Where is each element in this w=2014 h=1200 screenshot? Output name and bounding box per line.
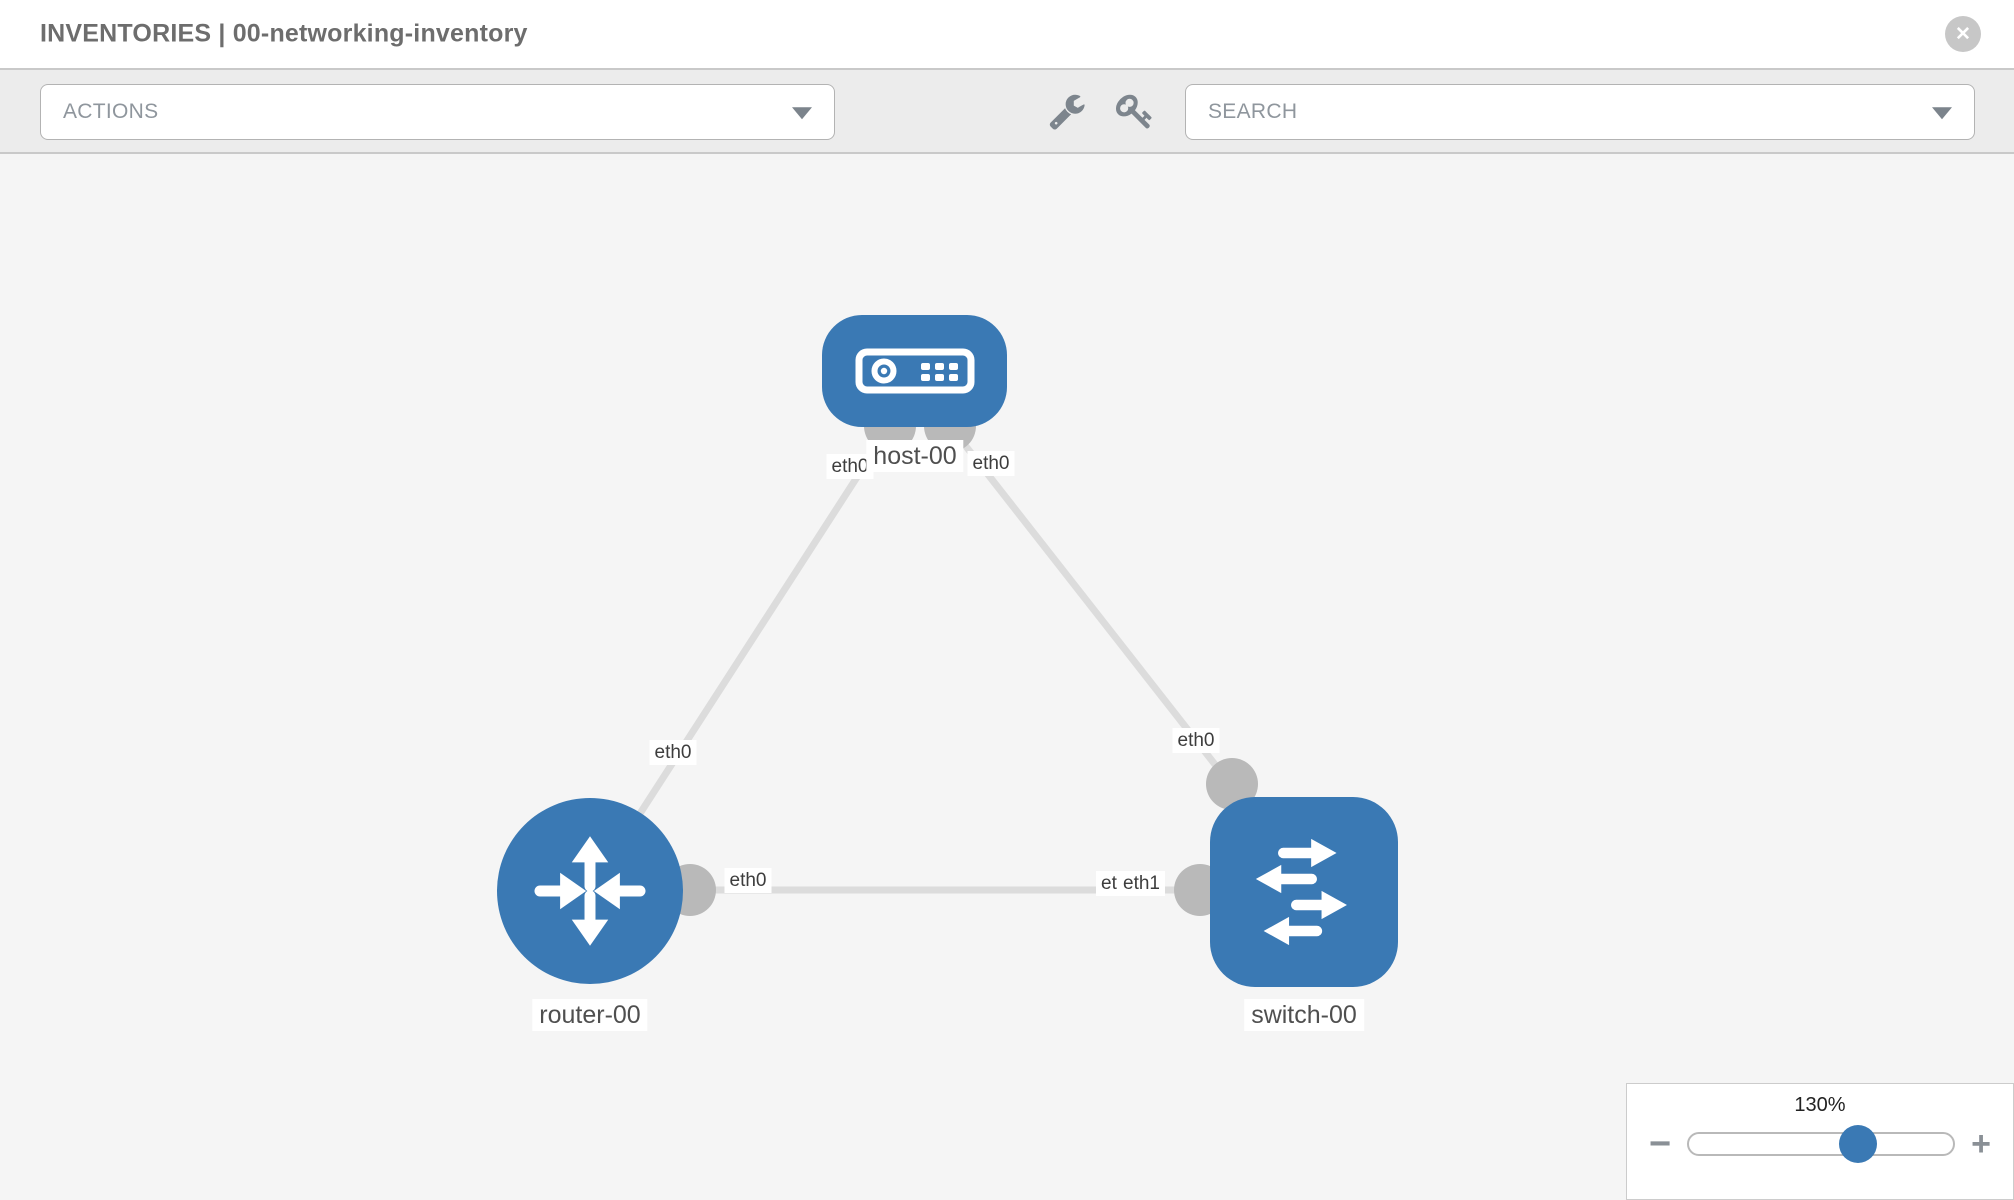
close-button[interactable]: ✕ bbox=[1945, 16, 1981, 52]
actions-dropdown-label: ACTIONS bbox=[63, 100, 159, 123]
interface-label-router-eth0-diagonal: eth0 bbox=[649, 740, 697, 765]
chevron-down-icon bbox=[1932, 107, 1952, 120]
search-dropdown-label: SEARCH bbox=[1208, 100, 1298, 123]
link-host-switch bbox=[947, 423, 1263, 825]
node-host-00[interactable] bbox=[822, 315, 1007, 427]
zoom-level-value: 130% bbox=[1794, 1094, 1846, 1116]
node-router-00[interactable] bbox=[497, 798, 683, 984]
search-dropdown[interactable]: SEARCH bbox=[1185, 84, 1975, 140]
zoom-out-button[interactable]: − bbox=[1649, 1123, 1672, 1165]
interface-label-switch-eth0-diagonal: eth0 bbox=[1172, 728, 1220, 753]
interface-label-host-eth0-right: eth0 bbox=[967, 451, 1015, 476]
node-label-switch: switch-00 bbox=[1244, 999, 1364, 1031]
router-device-icon bbox=[534, 836, 646, 946]
interface-label-host-eth0-left: eth0 bbox=[826, 454, 874, 479]
topology-canvas[interactable]: host-00 router-00 switch-00 eth0 eth0 et… bbox=[0, 154, 2014, 1200]
wrench-icon[interactable] bbox=[1048, 92, 1086, 130]
node-label-router: router-00 bbox=[532, 999, 648, 1031]
zoom-slider-thumb[interactable] bbox=[1839, 1125, 1878, 1163]
zoom-panel: 130% − + bbox=[1626, 1083, 2014, 1200]
chevron-down-icon bbox=[792, 107, 812, 120]
header: INVENTORIES | 00-networking-inventory ✕ bbox=[0, 0, 2014, 70]
interface-label-switch-eth1-horizontal: eth1 bbox=[1118, 871, 1165, 896]
topology-links-layer bbox=[587, 400, 1263, 916]
key-icon[interactable] bbox=[1116, 92, 1154, 130]
toolbar: ACTIONS SEARCH bbox=[0, 70, 2014, 154]
switch-device-icon bbox=[1255, 838, 1347, 946]
zoom-slider-track[interactable] bbox=[1687, 1125, 1956, 1163]
zoom-in-button[interactable]: + bbox=[1971, 1125, 1991, 1163]
actions-dropdown[interactable]: ACTIONS bbox=[40, 84, 835, 140]
node-switch-00[interactable] bbox=[1210, 797, 1398, 987]
interface-label-router-eth0-horizontal: eth0 bbox=[724, 868, 772, 893]
close-icon: ✕ bbox=[1955, 23, 1971, 45]
page-title: INVENTORIES | 00-networking-inventory bbox=[40, 19, 528, 48]
host-device-icon bbox=[855, 348, 974, 394]
node-label-host: host-00 bbox=[866, 440, 964, 472]
